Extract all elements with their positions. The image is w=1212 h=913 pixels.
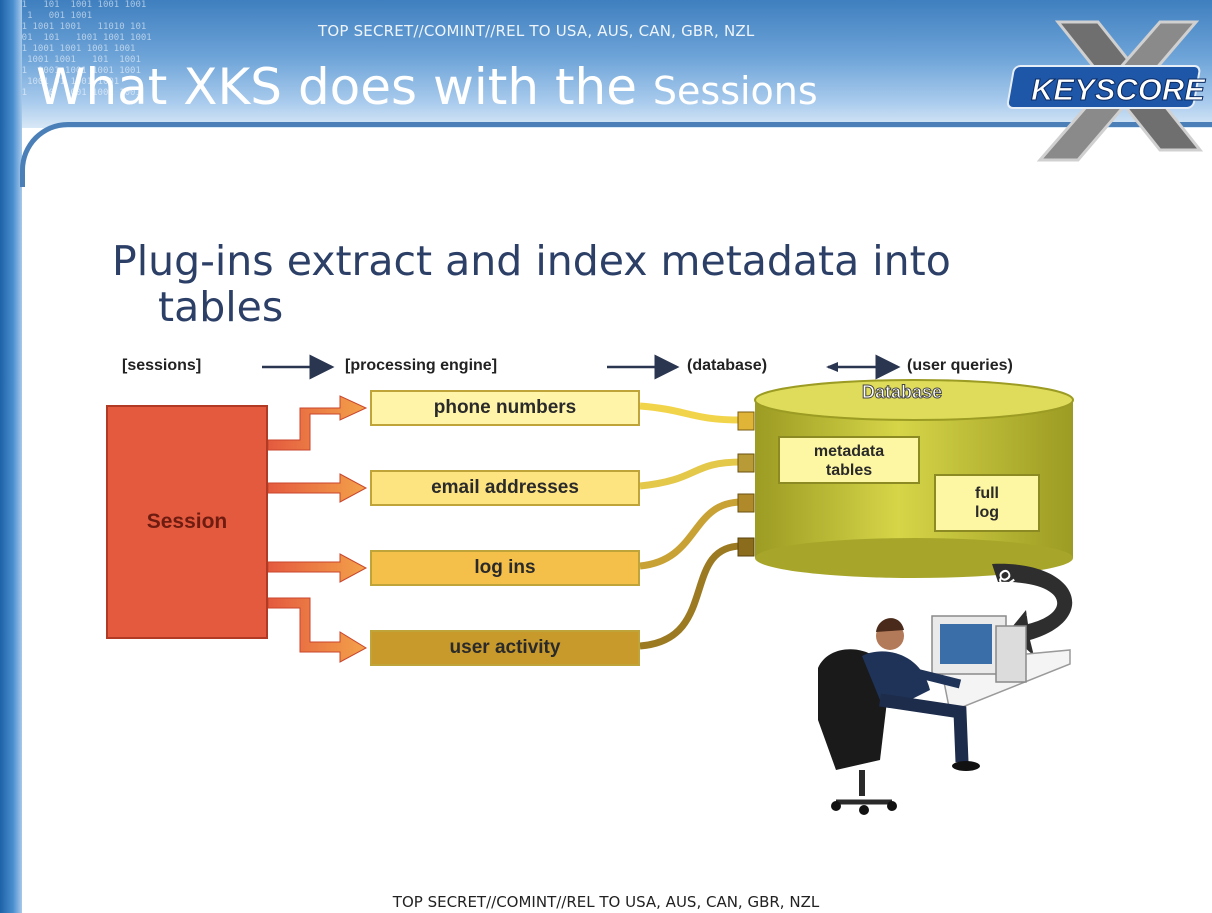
subtitle: Plug-ins extract and index metadata into… (112, 238, 951, 330)
plugin-phone-numbers: phone numbers (370, 390, 640, 426)
subtitle-line-1: Plug-ins extract and index metadata into (112, 237, 951, 285)
classification-banner-bottom: TOP SECRET//COMINT//REL TO USA, AUS, CAN… (392, 893, 820, 911)
plugin-email-addresses: email addresses (370, 470, 640, 506)
plugin-user-activity: user activity (370, 630, 640, 666)
content-frame-curve (20, 122, 1212, 187)
stage-label-database: (database) (687, 357, 768, 374)
metadata-tables-line-1: metadata (813, 443, 885, 460)
stage-label-sessions: [sessions] (122, 357, 202, 374)
stage-label-user-queries: (user queries) (907, 357, 1013, 374)
computer-tower-icon (995, 625, 1027, 683)
full-log-box: full log (934, 474, 1040, 532)
slide-title-tail: Sessions (652, 69, 818, 113)
session-label: Session (146, 510, 228, 533)
subtitle-line-2: tables (158, 283, 284, 331)
session-arrows (267, 395, 368, 663)
left-accent-bar (0, 0, 22, 913)
person-torso-icon (862, 651, 930, 700)
classification-banner-top: TOP SECRET//COMINT//REL TO USA, AUS, CAN… (318, 22, 755, 40)
full-log-line-2: log (975, 504, 999, 521)
cable-plugs (737, 411, 755, 557)
database-title: Database (861, 382, 943, 403)
stage-arrow-3-back (826, 362, 838, 372)
computer-user-illustration (818, 615, 1071, 815)
plugin-log-ins: log ins (370, 550, 640, 586)
plugin-cables (639, 402, 743, 650)
monitor-screen (940, 624, 992, 664)
metadata-tables-line-2: tables (825, 462, 873, 479)
session-box (106, 405, 268, 639)
full-log-line-1: full (975, 485, 999, 502)
stage-label-processing-engine: [processing engine] (345, 357, 498, 374)
slide-title-main: What XKS does with the (36, 58, 653, 116)
slide-title: What XKS does with the Sessions (36, 58, 818, 116)
metadata-tables-box: metadata tables (778, 436, 920, 484)
